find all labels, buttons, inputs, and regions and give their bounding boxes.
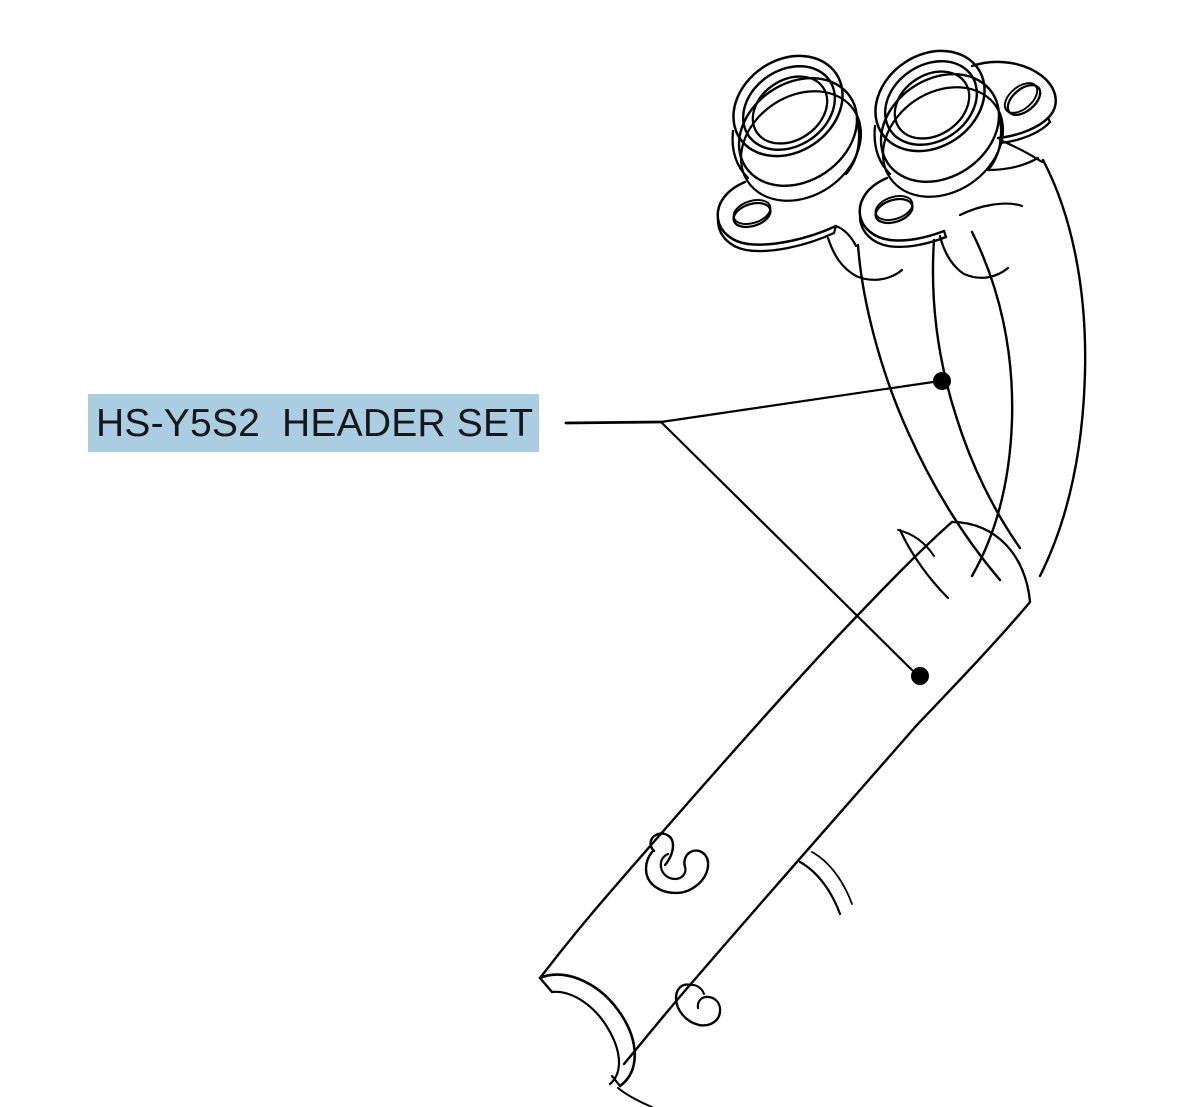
callout-dot-collector-pipe (911, 667, 929, 685)
part-callout-text: HS-Y5S2 HEADER SET (96, 401, 534, 445)
spring-hook-tab-lower (674, 983, 722, 1027)
header-pipe-front (856, 238, 1022, 600)
collector (836, 520, 1032, 728)
exhaust-port-flange-right (858, 49, 1057, 248)
outlet-pipe (538, 634, 918, 1107)
flange-pipe-stubs (826, 234, 1010, 281)
part-callout-label[interactable]: HS-Y5S2 HEADER SET (88, 394, 540, 452)
callout-target-dots (911, 372, 951, 685)
callout-leader-lines (564, 380, 935, 672)
spring-hook-tab-upper (644, 832, 710, 895)
callout-dot-front-header-pipe (933, 372, 951, 390)
exhaust-port-flange-left (716, 54, 863, 253)
header-pipe-rear (958, 158, 1087, 578)
